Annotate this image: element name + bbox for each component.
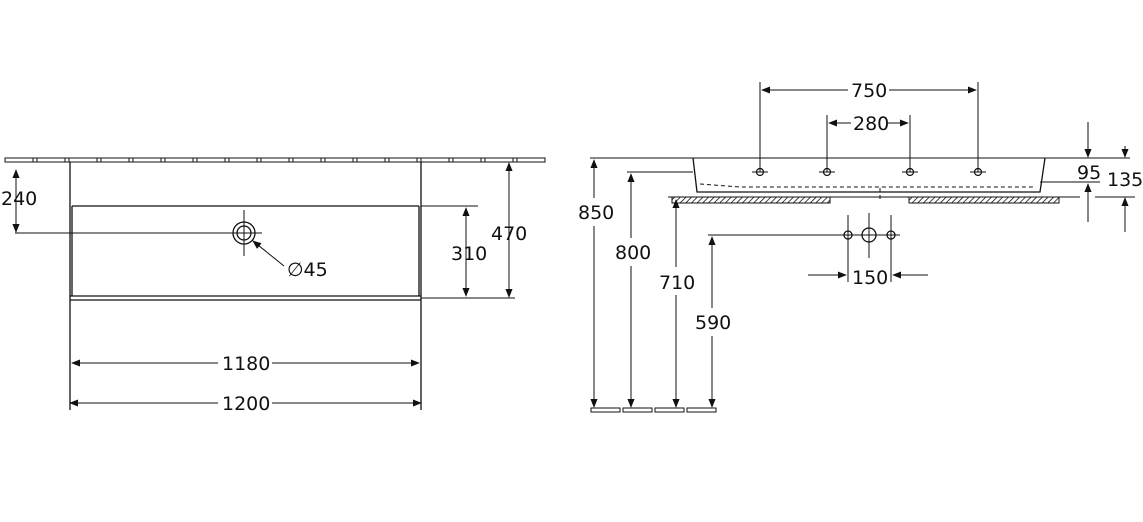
dim-280 <box>826 115 911 172</box>
wall-segment <box>4 157 34 163</box>
floor-to-underside-label: 710 <box>659 272 695 294</box>
wall-segment <box>100 157 130 163</box>
dim-135 <box>1095 146 1135 232</box>
rim-thickness-label: 95 <box>1077 162 1101 184</box>
wall-segment <box>420 157 450 163</box>
floor-to-waste-label: 590 <box>695 312 731 334</box>
wall-segment <box>68 157 98 163</box>
floor-segment <box>654 407 685 413</box>
inner-width-label: 1180 <box>222 353 270 375</box>
side-basin-outline <box>627 157 1046 202</box>
dim-750 <box>759 82 979 172</box>
floor-to-rim-label: 800 <box>615 242 651 264</box>
wall-segment <box>516 157 546 163</box>
floor-to-top-label: 850 <box>578 202 614 224</box>
floor-segment <box>686 407 717 413</box>
wall-segment <box>36 157 66 163</box>
wall-segment <box>292 157 322 163</box>
outer-height-label: 470 <box>491 223 527 245</box>
drain-diameter-label: ∅45 <box>287 259 328 281</box>
countertop <box>668 196 1080 204</box>
outer-width-label: 1200 <box>222 393 270 415</box>
front-wall-strip <box>4 157 546 163</box>
front-view: ∅45 240 310 470 1180 1200 <box>1 157 546 415</box>
inner-height-label: 310 <box>451 243 487 265</box>
wall-segment <box>228 157 258 163</box>
dim-95 <box>1040 122 1100 222</box>
tap-inner-spacing-label: 280 <box>853 113 889 135</box>
wall-segment <box>388 157 418 163</box>
drain-hole <box>15 210 285 267</box>
wall-segment <box>452 157 482 163</box>
dim-310 <box>421 205 515 299</box>
waste-connection <box>708 213 928 282</box>
wall-segment <box>260 157 290 163</box>
wall-segment <box>484 157 514 163</box>
front-basin-outline <box>69 162 422 410</box>
tap-holes <box>752 167 986 177</box>
side-view: 150 750 280 95 <box>578 80 1143 413</box>
basin-height-label: 135 <box>1107 169 1143 191</box>
wall-segment <box>164 157 194 163</box>
wall-segment <box>324 157 354 163</box>
floor-segment <box>622 407 653 413</box>
waste-spacing-label: 150 <box>852 267 888 289</box>
wall-segment <box>356 157 386 163</box>
wall-segment <box>132 157 162 163</box>
tap-outer-spacing-label: 750 <box>851 80 887 102</box>
floor-strip <box>590 407 717 413</box>
floor-segment <box>590 407 621 413</box>
wall-segment <box>196 157 226 163</box>
basin-depth-label: 240 <box>1 188 37 210</box>
